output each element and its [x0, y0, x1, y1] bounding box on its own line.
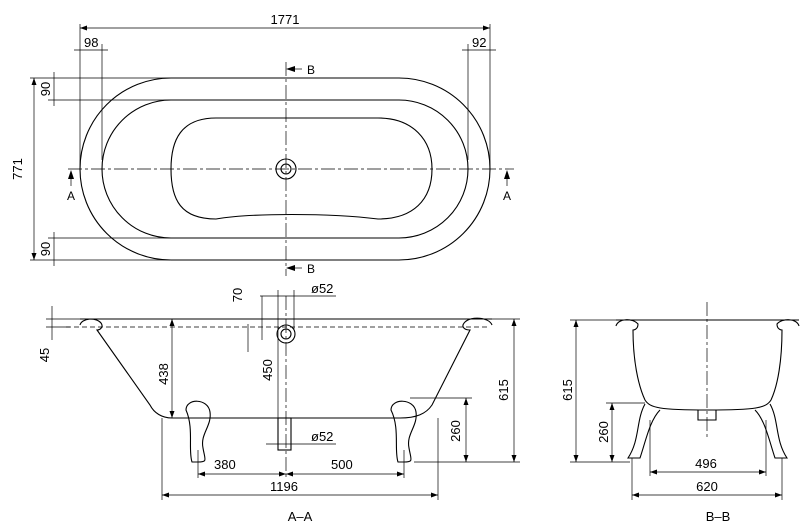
dim-total-height-b: 615: [560, 379, 575, 401]
dim-overall-width: 771: [10, 158, 25, 180]
dim-feet-inner-b: 496: [695, 456, 717, 471]
view-label-section-b: B–B: [706, 509, 731, 524]
view-label-section-a: A–A: [288, 509, 313, 524]
section-marker-b-bottom: B: [307, 262, 315, 276]
dim-right-rim: 92: [472, 35, 486, 50]
section-b-view: 615 260 496 620 B–B: [560, 302, 800, 524]
drain-pipe: [277, 417, 292, 451]
section-arrow-a-right: [504, 170, 510, 179]
dim-drain-diameter: ø52: [311, 429, 333, 444]
foot-left: [185, 400, 211, 463]
dim-rim-top: 90: [38, 82, 53, 96]
section-marker-a-right: A: [503, 189, 511, 203]
section-marker-a-left: A: [67, 189, 75, 203]
foot-right: [390, 400, 417, 463]
plan-view: 1771 98 92 771 90 90 A A B B: [10, 12, 514, 276]
dim-feet-span: 1196: [270, 479, 298, 494]
foot-right-b: [754, 403, 789, 459]
dim-total-height-a: 615: [496, 379, 511, 401]
dim-rim-bottom: 90: [38, 242, 53, 256]
dim-foot-left-to-drain: 380: [214, 457, 236, 472]
drain-outline-b: [697, 410, 717, 421]
section-arrow-b-top: [286, 66, 295, 72]
dim-overall-length: 1771: [271, 12, 300, 27]
tub-basin-outline: [170, 117, 433, 220]
section-marker-b-top: B: [307, 63, 315, 77]
dim-foot-height-b: 260: [596, 421, 611, 443]
dim-drain-depth: 450: [260, 359, 275, 381]
foot-left-b: [626, 403, 661, 459]
dim-inner-depth: 438: [156, 363, 171, 385]
section-a-view: 45 70 ø52 438 450 ø52 615 260: [37, 281, 520, 524]
tub-body-outline-b: [615, 319, 800, 411]
dim-foot-height-a: 260: [448, 420, 463, 442]
dim-drain-offset: 70: [230, 288, 245, 302]
dim-drain-to-foot-right: 500: [331, 457, 353, 472]
section-arrow-b-bottom: [286, 265, 295, 271]
dim-rim-height: 45: [37, 348, 52, 362]
dim-overflow-diameter: ø52: [311, 281, 333, 296]
dim-left-rim: 98: [84, 35, 98, 50]
section-arrow-a-left: [68, 170, 74, 179]
dim-feet-outer-b: 620: [696, 479, 718, 494]
